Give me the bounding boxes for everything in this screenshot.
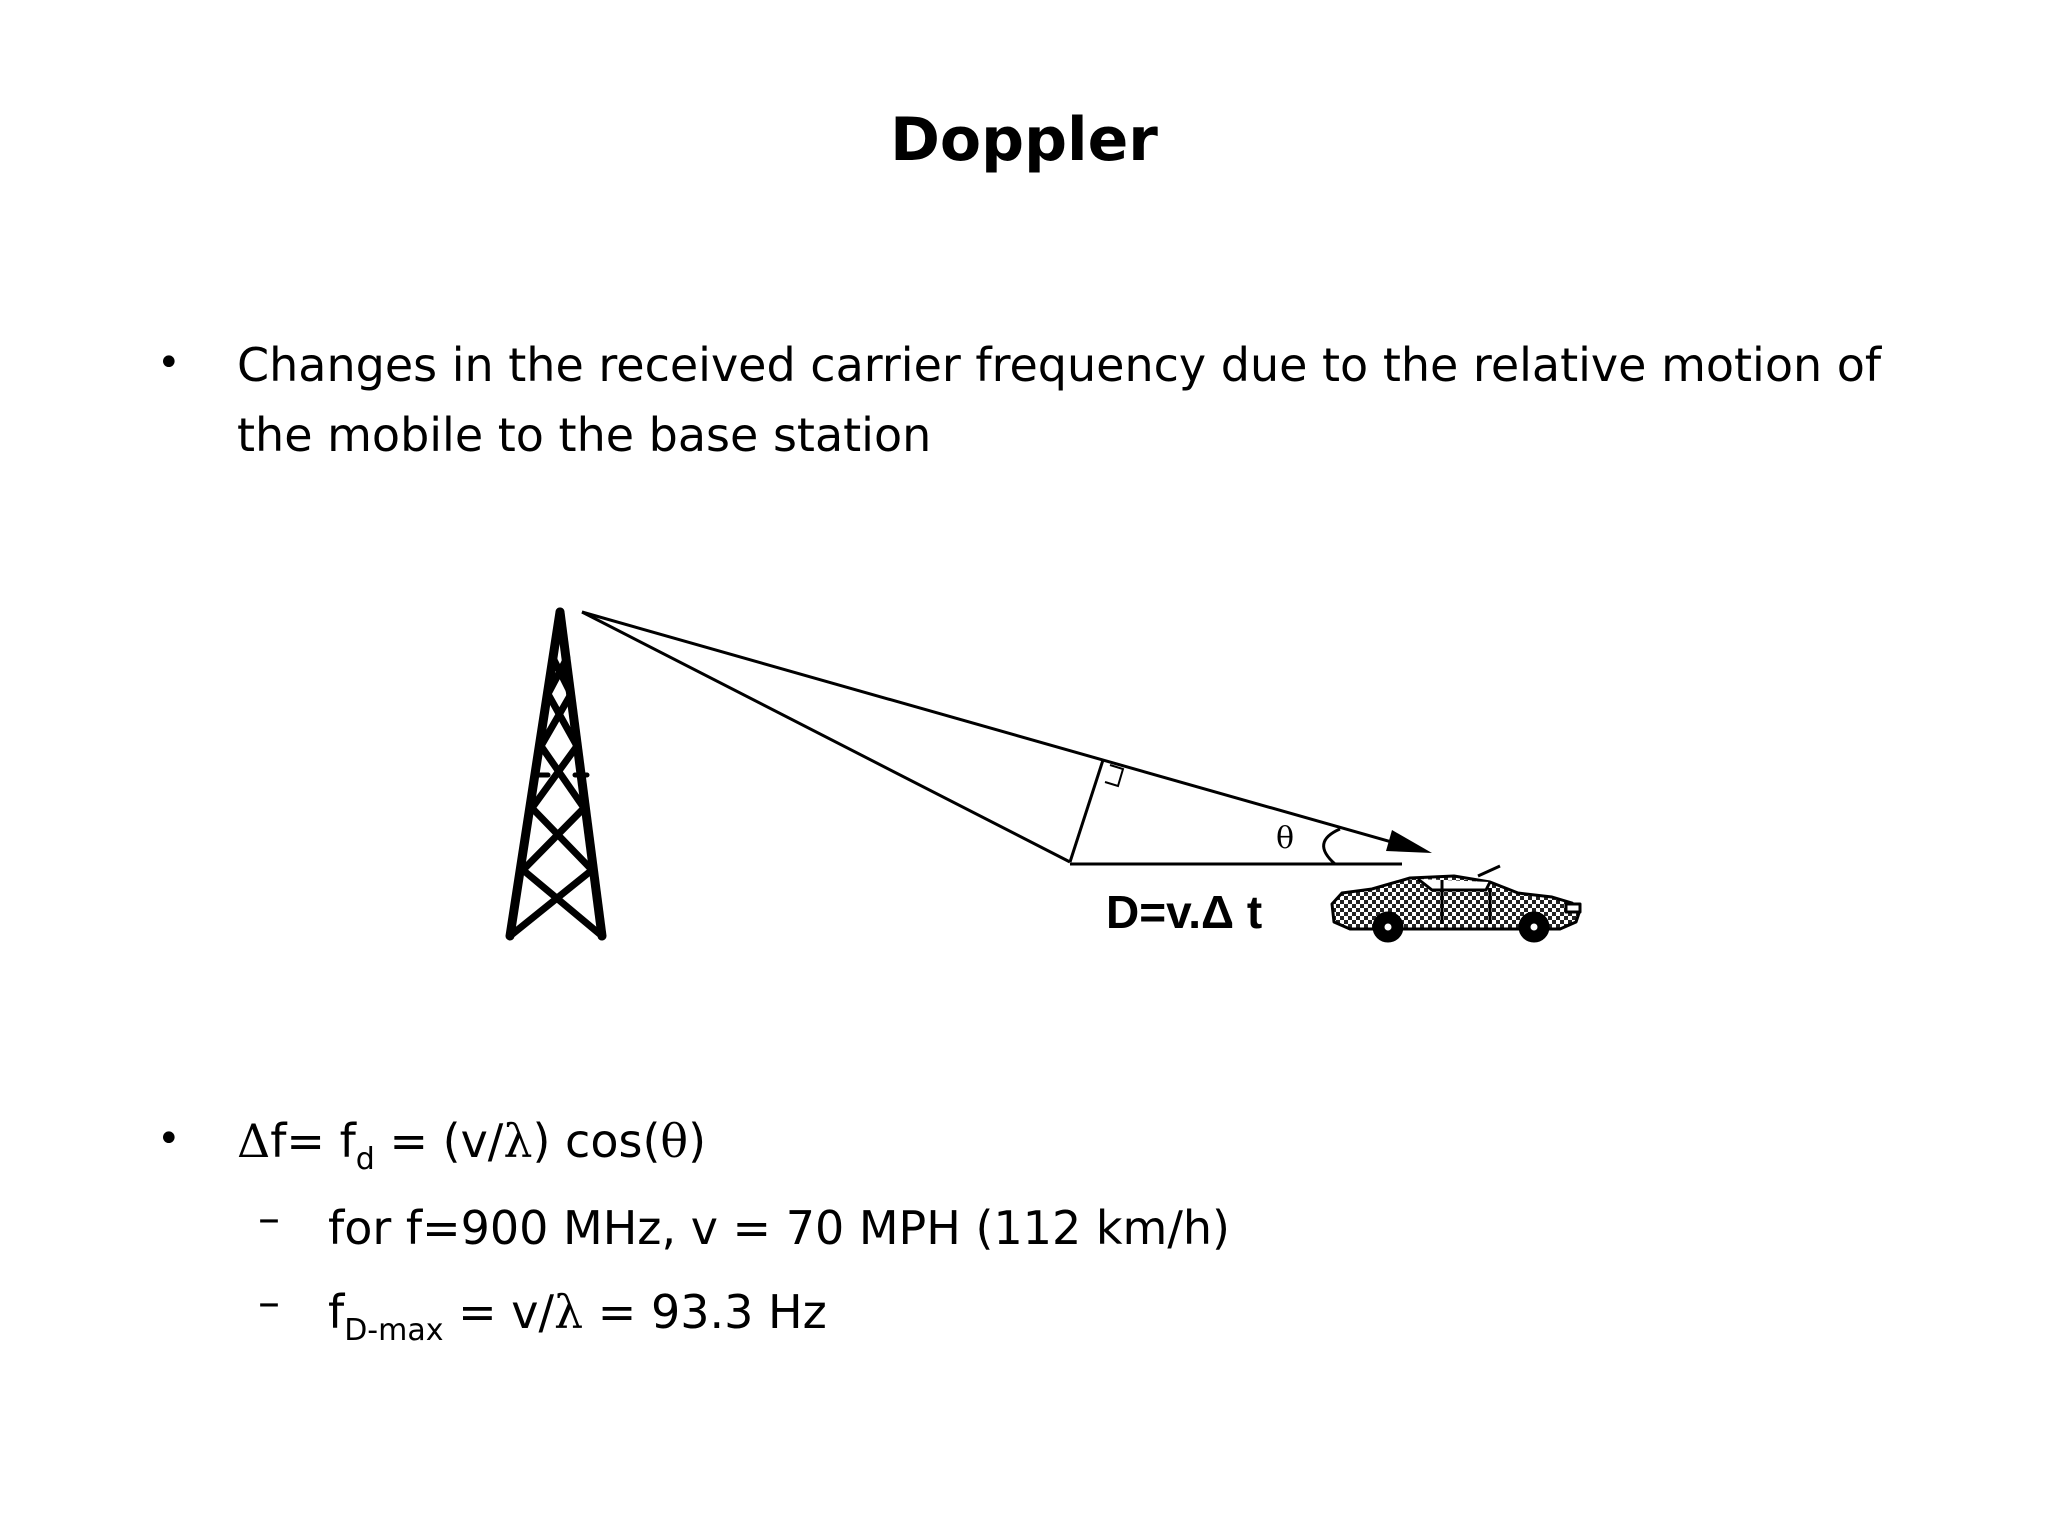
distance-label: D=v.Δ t	[1106, 886, 1262, 938]
signal-path-line	[581, 610, 1071, 864]
formula-subscript: d	[355, 1142, 375, 1177]
sub-bullet-marker: –	[258, 1277, 280, 1328]
doppler-formula: Δf= fd = (v/λ) cos(θ)	[237, 1114, 707, 1177]
arrow-head	[1386, 830, 1432, 853]
sub-bullet-marker: –	[258, 1193, 280, 1244]
radio-tower-icon	[505, 607, 607, 941]
lambda-symbol: λ	[503, 1114, 533, 1168]
bullet-text: Changes in the received carrier frequenc…	[237, 338, 1882, 462]
bullet-marker: •	[157, 1116, 181, 1162]
max-doppler-formula: fD-max = v/λ = 93.3 Hz	[328, 1285, 827, 1348]
sub-bullet-text: for f=900 MHz, v = 70 MPH (112 km/h)	[328, 1201, 1230, 1255]
formula-subscript: D-max	[344, 1313, 444, 1348]
signal-path-line	[581, 610, 1403, 847]
slide-title: Doppler	[890, 105, 1158, 175]
delta-symbol: Δ	[237, 1114, 271, 1168]
car-icon	[1330, 864, 1582, 943]
bullet-marker: •	[157, 340, 181, 386]
theta-symbol: θ	[660, 1114, 689, 1168]
lambda-symbol: λ	[554, 1285, 584, 1339]
angle-label: θ	[1276, 821, 1294, 856]
right-angle-marker	[1104, 764, 1125, 788]
angle-arc	[1322, 827, 1341, 866]
projection-line	[1068, 759, 1105, 863]
